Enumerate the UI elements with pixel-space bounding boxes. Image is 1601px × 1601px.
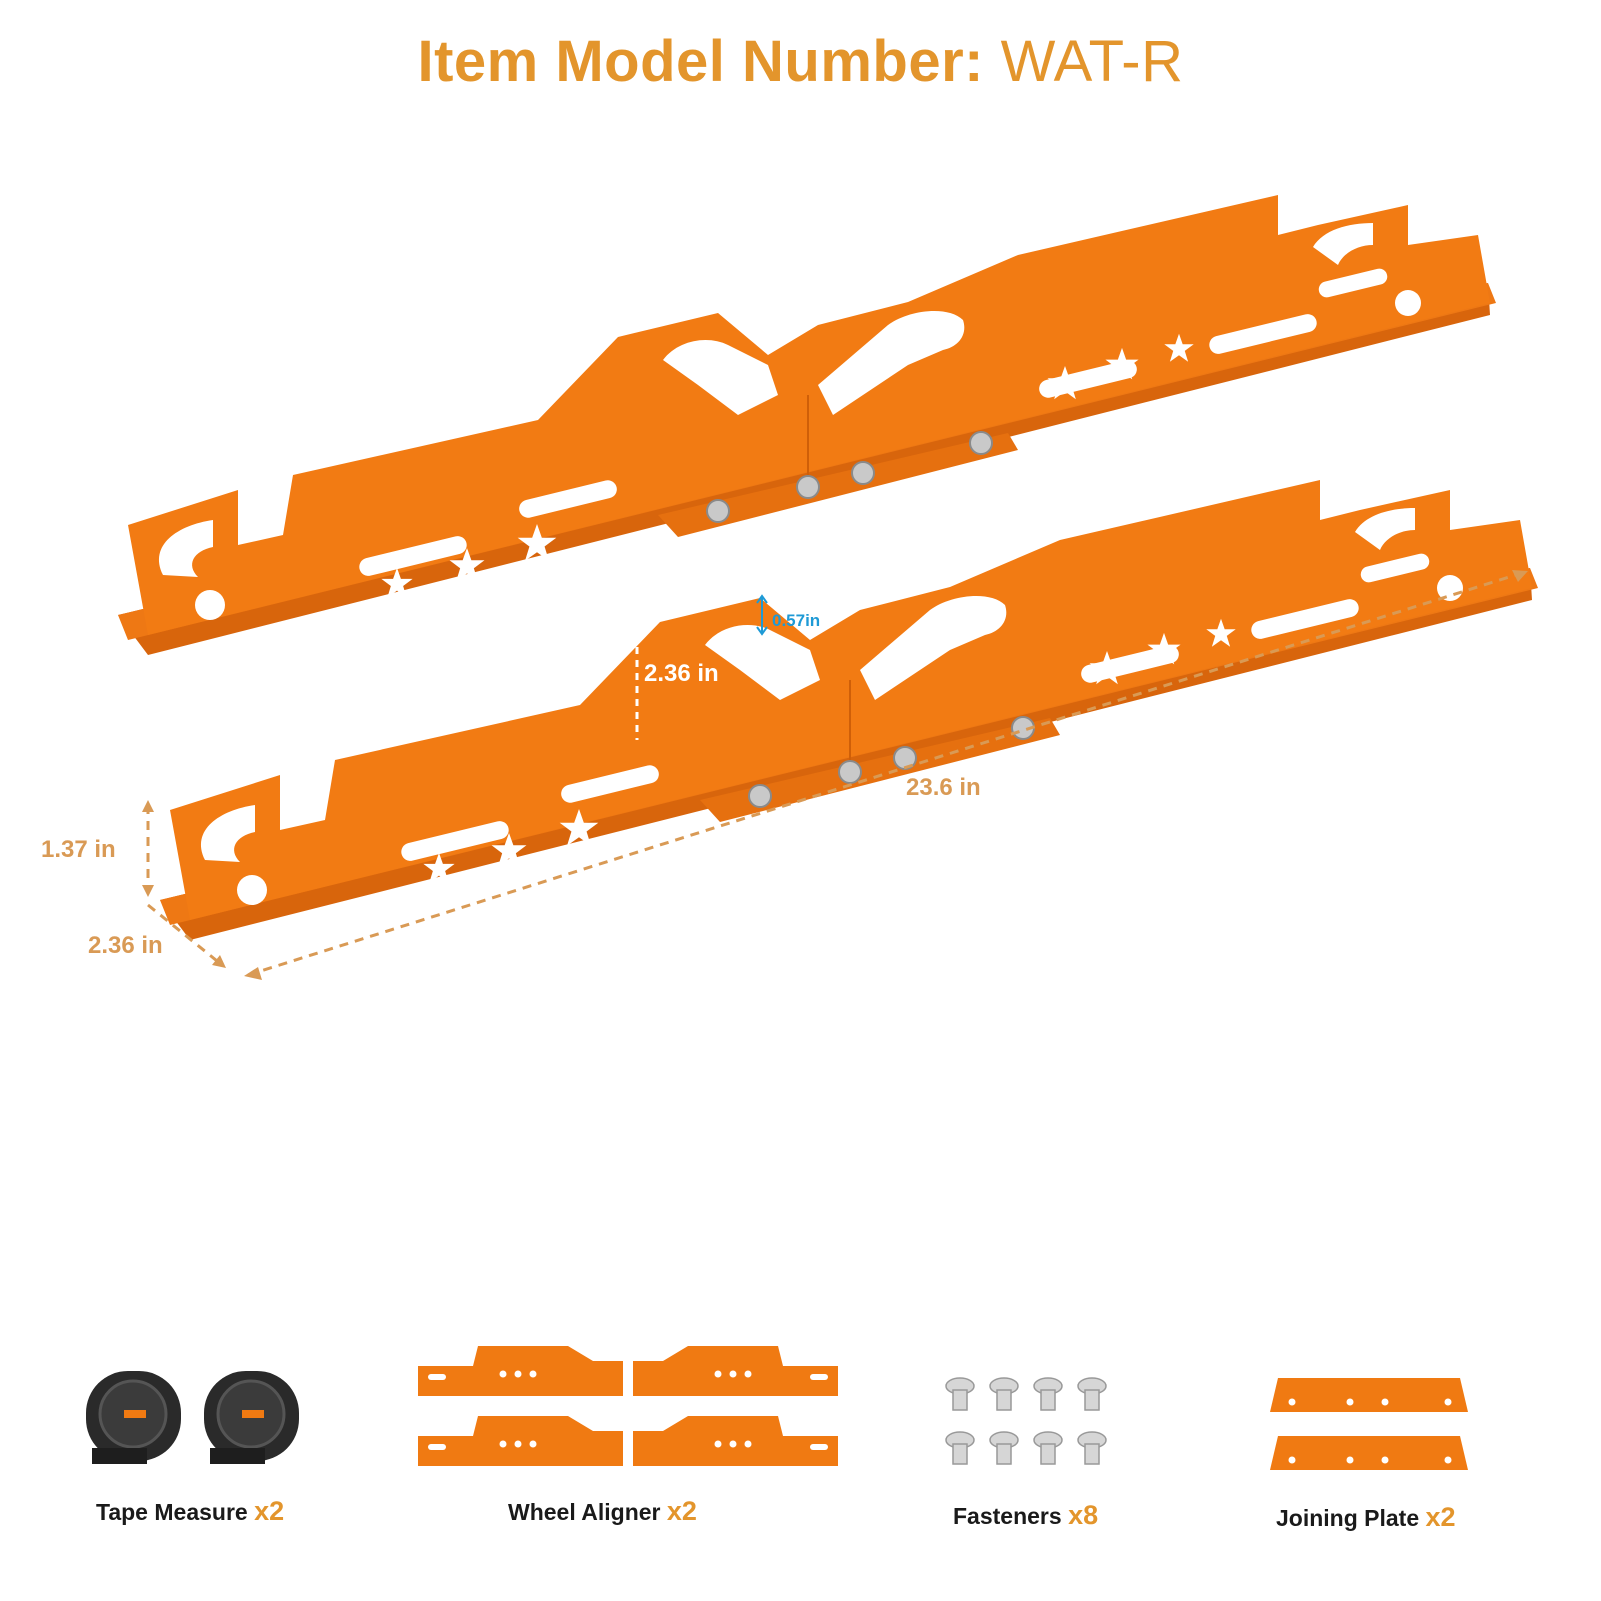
part-label-wheel-aligner: Wheel Aligner x2 — [508, 1496, 697, 1527]
flange-height-label: 1.37 in — [41, 836, 116, 863]
tape-measure-icon — [86, 1371, 299, 1464]
part-name: Fasteners — [953, 1503, 1062, 1529]
slot-gap-arrow — [756, 594, 768, 636]
model-number: WAT-R — [1000, 29, 1184, 94]
part-qty: x2 — [1425, 1502, 1456, 1532]
height-label: 2.36 in — [644, 660, 719, 687]
slot-gap-label: 0.57in — [772, 611, 821, 630]
part-qty: x2 — [666, 1496, 697, 1526]
part-qty: x2 — [254, 1496, 285, 1526]
page-title: Item Model Number: WAT-R — [0, 28, 1601, 95]
part-name: Tape Measure — [96, 1499, 248, 1525]
part-label-tape-measure: Tape Measure x2 — [96, 1496, 284, 1527]
length-label: 23.6 in — [906, 774, 981, 801]
joining-plate-icon — [1270, 1378, 1468, 1470]
fastener-icon — [945, 1377, 1107, 1465]
part-qty: x8 — [1068, 1500, 1099, 1530]
wheel-aligner-icon — [418, 1346, 838, 1466]
part-label-joining-plate: Joining Plate x2 — [1276, 1502, 1456, 1533]
title-prefix: Item Model Number: — [417, 29, 1001, 94]
depth-label: 2.36 in — [88, 932, 163, 959]
part-label-fasteners: Fasteners x8 — [953, 1500, 1098, 1531]
part-name: Joining Plate — [1276, 1505, 1420, 1531]
part-name: Wheel Aligner — [508, 1499, 661, 1525]
